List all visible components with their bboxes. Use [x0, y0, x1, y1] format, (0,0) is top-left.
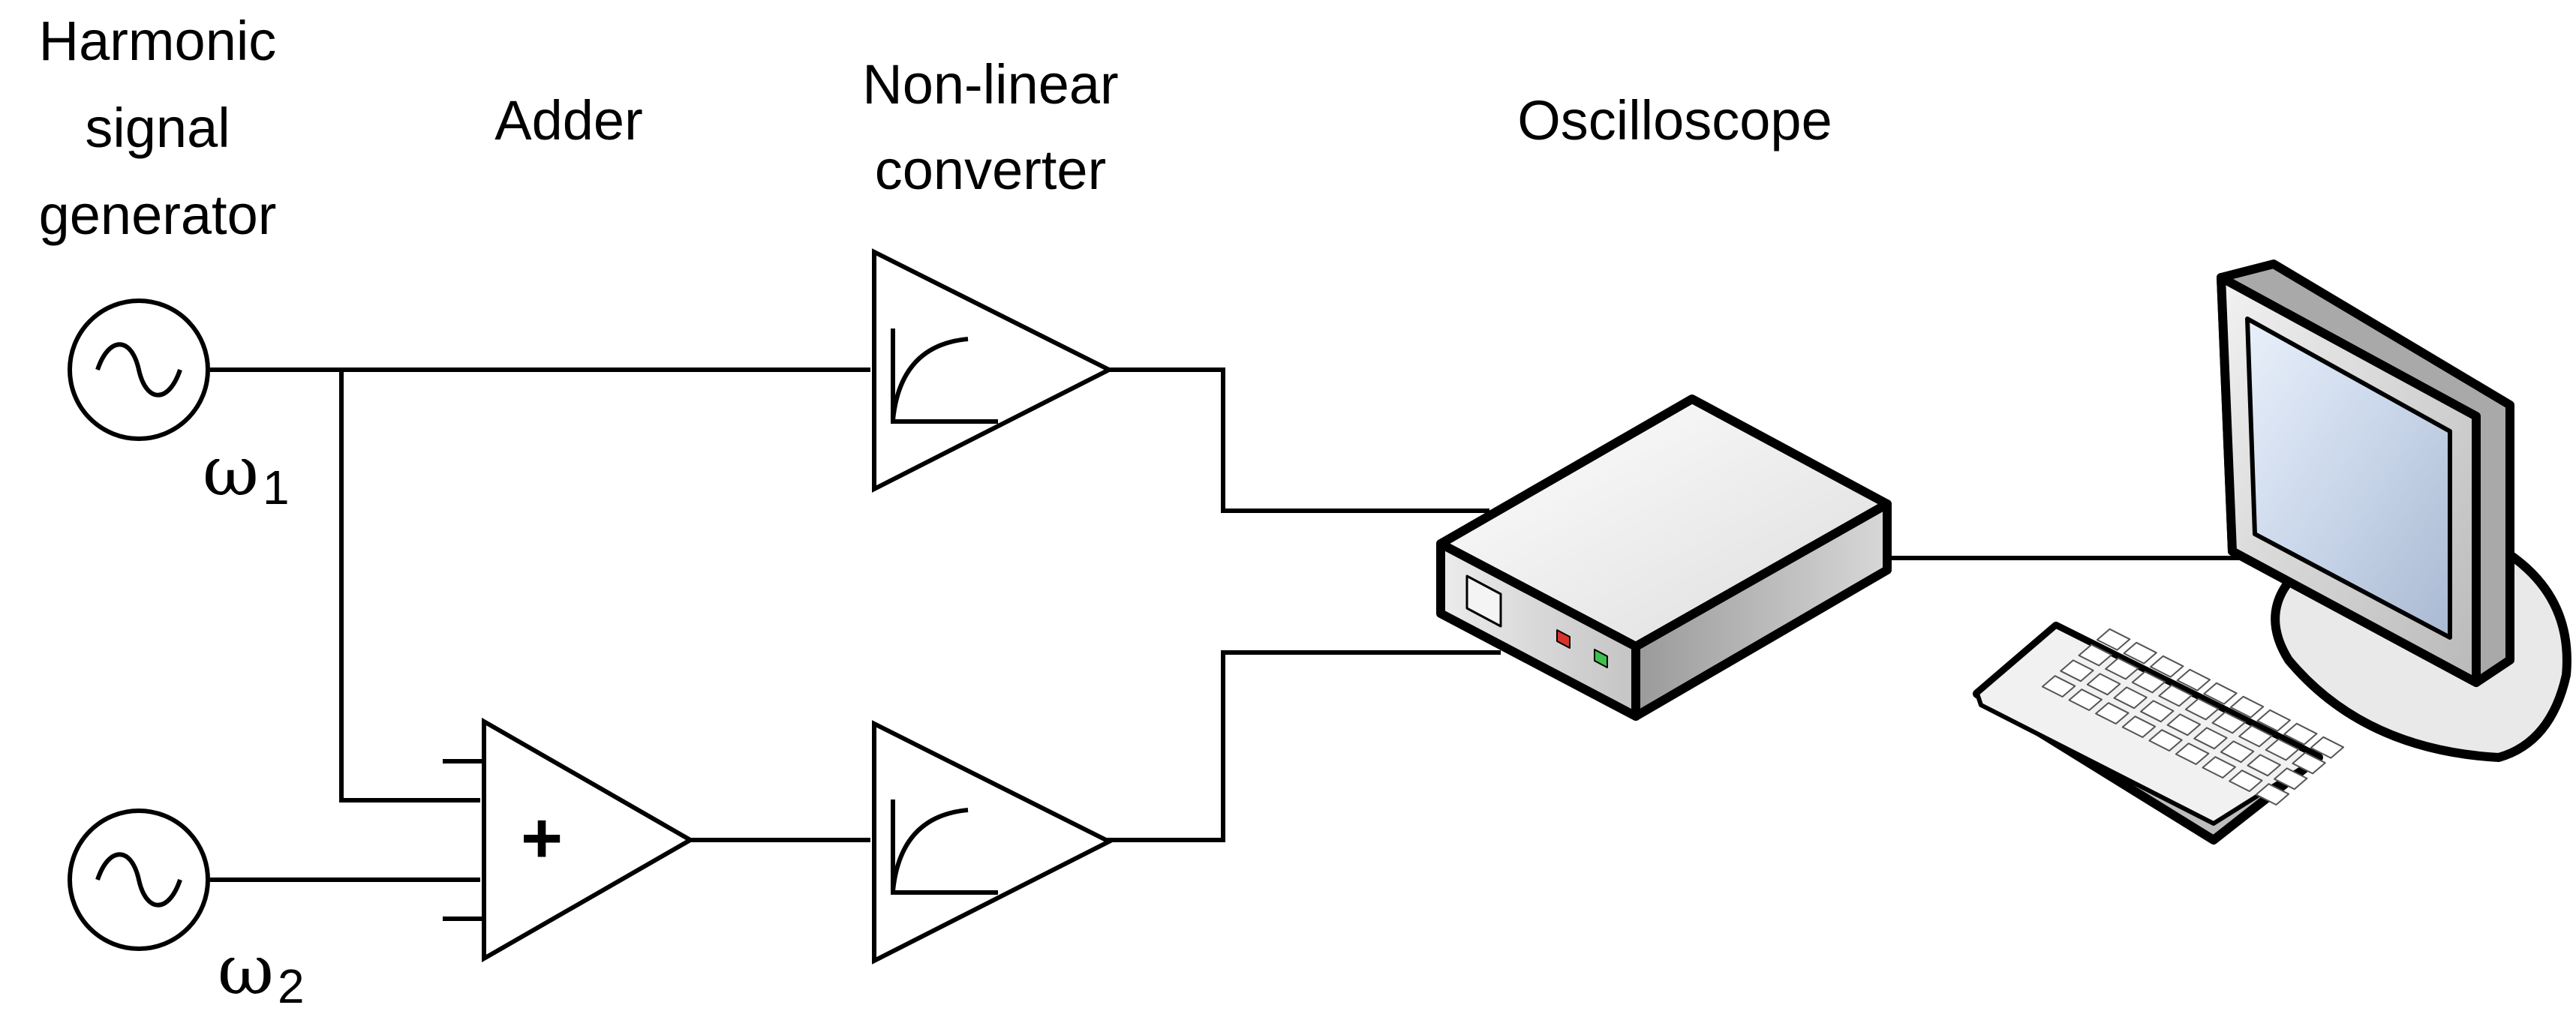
converter-triangle — [872, 248, 1114, 493]
adder-input-stubs — [443, 759, 484, 921]
omega-1-label: ω 1 — [203, 431, 290, 514]
keyboard-key — [2247, 754, 2281, 777]
converter-triangle — [872, 720, 1114, 964]
red-led-icon — [1556, 629, 1571, 649]
sine-wave-icon — [95, 852, 182, 908]
converter-1 — [872, 248, 1114, 493]
keyboard-key — [2086, 673, 2121, 696]
keyboard-key — [2202, 756, 2236, 778]
oscilloscope-label: Oscilloscope — [1517, 89, 1832, 152]
generator-label-line-1: Harmonic — [39, 10, 277, 72]
keyboard-key — [2193, 727, 2228, 750]
keyboard-key — [2140, 700, 2175, 723]
computer-monitor — [2217, 260, 2571, 762]
wire-gen1-to-adder — [339, 370, 480, 802]
keyboard-key — [2229, 770, 2263, 792]
converter-label-line-1: Non-linear — [862, 53, 1118, 116]
keyboard-key — [2113, 686, 2148, 710]
keyboard-key — [2255, 783, 2290, 806]
adder-label: Adder — [494, 89, 642, 152]
generator-1 — [68, 298, 210, 441]
generator-label: Harmonic signal generator — [39, 10, 277, 246]
generator-label-line-2: signal — [85, 97, 230, 159]
nonlinear-curve-icon — [891, 328, 998, 424]
converter-2 — [872, 720, 1114, 964]
keyboard-key — [2060, 659, 2094, 682]
omega-subscript: 2 — [278, 959, 305, 1013]
green-led-icon — [1594, 649, 1608, 668]
omega-symbol: ω — [203, 431, 259, 512]
keyboard-key — [2078, 644, 2112, 667]
nonlinear-curve-icon — [891, 800, 998, 895]
sine-wave-icon — [95, 342, 182, 398]
keyboard-key — [2274, 767, 2308, 790]
converter-label: Non-linear converter — [862, 53, 1118, 201]
wires — [210, 368, 2274, 882]
wire-converter2-to-oscilloscope — [1107, 650, 1501, 842]
keyboard-key — [2095, 702, 2130, 724]
keyboard-key — [2238, 724, 2273, 748]
wire-converter1-to-oscilloscope — [1107, 368, 1489, 513]
keyboard-key — [2096, 628, 2131, 651]
keyboard-key — [2166, 713, 2202, 736]
keyboard-key — [2068, 688, 2103, 711]
keyboard-key — [2310, 736, 2345, 759]
generator-label-line-3: generator — [39, 184, 277, 246]
keyboard-key — [2105, 657, 2139, 680]
keyboard-key — [2158, 684, 2193, 707]
monitor-screen — [2245, 316, 2452, 640]
omega-2-label: ω 2 — [218, 930, 305, 1013]
keyboard-key — [2148, 729, 2183, 752]
keyboard-key — [2203, 682, 2238, 705]
converter-label-line-2: converter — [875, 139, 1106, 201]
omega-symbol: ω — [218, 930, 274, 1010]
oscilloscope-display-icon — [1465, 574, 1502, 628]
keyboard-key — [2176, 668, 2211, 692]
keyboard-key — [2265, 738, 2300, 761]
keyboard-key — [2229, 695, 2265, 718]
keyboard-key — [2121, 716, 2157, 738]
omega-subscript: 1 — [263, 460, 290, 514]
keyboard-key — [2150, 655, 2184, 678]
keyboard-key — [2283, 722, 2318, 746]
computer-keyboard — [1973, 622, 2345, 844]
keyboard-key — [2175, 742, 2210, 765]
generator-2 — [68, 808, 210, 951]
plus-sign: + — [521, 798, 563, 878]
adder-block: + — [443, 717, 696, 963]
keyboard-key — [2211, 711, 2246, 734]
keyboard-keys — [2041, 628, 2345, 806]
adder-triangle — [482, 717, 696, 963]
keyboard-key — [2220, 740, 2255, 764]
keyboard-key — [2041, 675, 2076, 698]
keyboard-key — [2123, 641, 2157, 664]
keyboard-key — [2131, 670, 2166, 694]
keyboard-key — [2184, 698, 2220, 721]
oscilloscope-device — [1436, 394, 1892, 721]
keyboard-key — [2292, 752, 2326, 775]
keyboard-key — [2256, 709, 2291, 732]
